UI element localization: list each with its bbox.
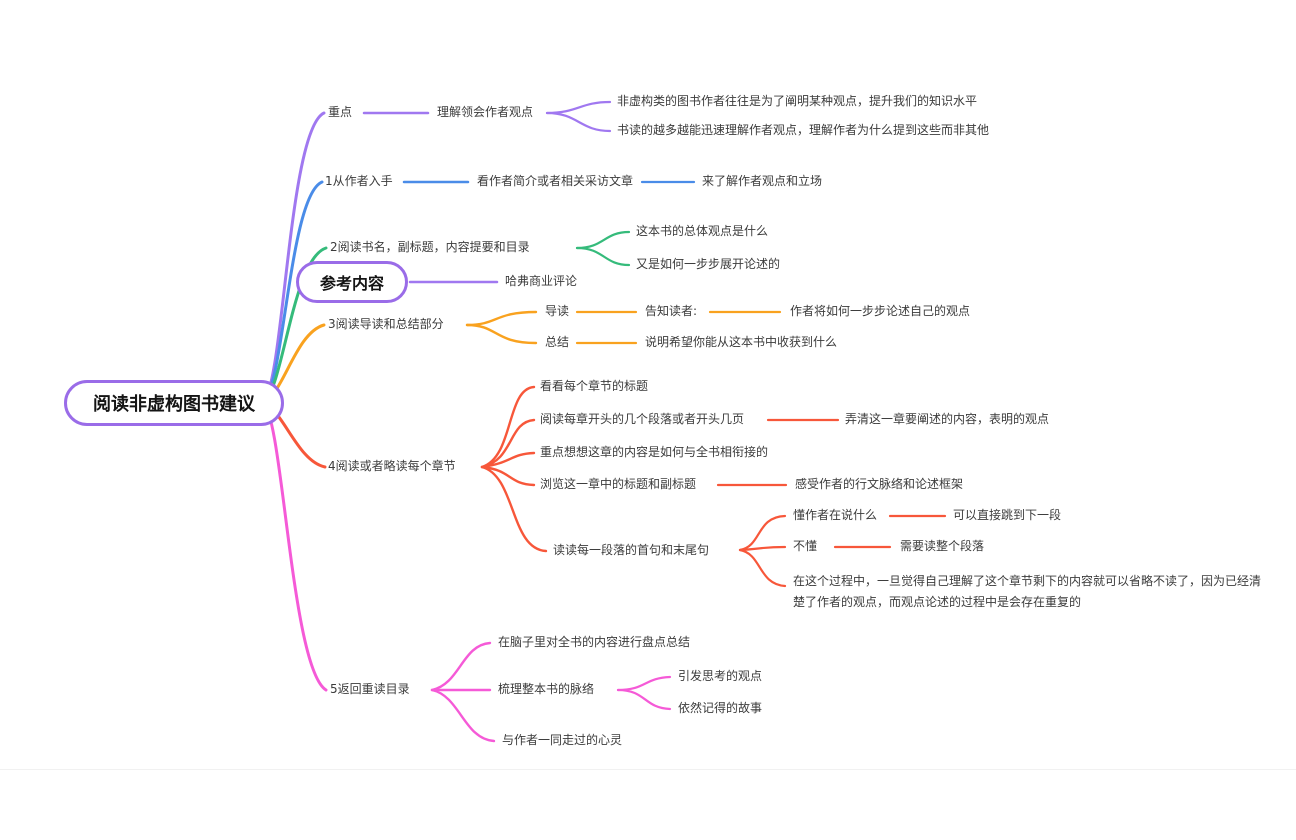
canvas-edge-divider bbox=[0, 769, 1296, 770]
branch-step2-title-subtitle-toc[interactable]: 2阅读书名，副标题，内容提要和目录 bbox=[330, 240, 530, 255]
leaf-skip-to-next[interactable]: 可以直接跳到下一段 bbox=[953, 508, 1062, 523]
node-mental-recap[interactable]: 在脑子里对全书的内容进行盘点总结 bbox=[498, 635, 691, 650]
leaf-what-you-gain[interactable]: 说明希望你能从这本书中收获到什么 bbox=[645, 335, 838, 350]
leaf-read-whole-paragraph[interactable]: 需要读整个段落 bbox=[900, 539, 985, 554]
leaf-clarify-chapter-point[interactable]: 弄清这一章要阐述的内容，表明的观点 bbox=[845, 412, 1050, 427]
reference-node[interactable]: 参考内容 bbox=[296, 261, 409, 303]
leaf-remembered-stories[interactable]: 依然记得的故事 bbox=[678, 701, 763, 716]
branch-step3-intro-summary[interactable]: 3阅读导读和总结部分 bbox=[328, 317, 444, 332]
leaf-skip-rest-note[interactable]: 在这个过程中，一旦觉得自己理解了这个章节剩下的内容就可以省略不读了，因为已经清楚… bbox=[793, 574, 1262, 609]
branch-emphasis[interactable]: 重点 bbox=[328, 105, 353, 120]
leaf-thought-provoking-views[interactable]: 引发思考的观点 bbox=[678, 669, 763, 684]
branch-step1-start-with-author[interactable]: 1从作者入手 bbox=[325, 174, 393, 189]
leaf-feel-writing-structure[interactable]: 感受作者的行文脉络和论述框架 bbox=[795, 477, 964, 492]
leaf-nonfiction-purpose[interactable]: 非虚构类的图书作者往往是为了阐明某种观点，提升我们的知识水平 bbox=[617, 94, 978, 109]
node-chapter-book-connection[interactable]: 重点想想这章的内容是如何与全书相衔接的 bbox=[540, 445, 769, 460]
node-grasp-author-view[interactable]: 理解领会作者观点 bbox=[437, 105, 534, 120]
leaf-know-author-stance[interactable]: 来了解作者观点和立场 bbox=[702, 174, 823, 189]
branch-step4-skim-chapters[interactable]: 4阅读或者略读每个章节 bbox=[328, 459, 456, 474]
leaf-overall-viewpoint[interactable]: 这本书的总体观点是什么 bbox=[636, 224, 769, 239]
node-summary[interactable]: 总结 bbox=[545, 335, 570, 350]
leaf-how-author-argues[interactable]: 作者将如何一步步论述自己的观点 bbox=[790, 304, 971, 319]
node-understand-author[interactable]: 懂作者在说什么 bbox=[793, 508, 878, 523]
node-read-chapter-opening[interactable]: 阅读每章开头的几个段落或者开头几页 bbox=[540, 412, 745, 427]
node-introduction[interactable]: 导读 bbox=[545, 304, 570, 319]
branch-step5-reread-toc[interactable]: 5返回重读目录 bbox=[330, 682, 410, 697]
node-inform-readers[interactable]: 告知读者: bbox=[645, 304, 698, 319]
leaf-read-more-understand[interactable]: 书读的越多越能迅速理解作者观点，理解作者为什么提到这些而非其他 bbox=[617, 123, 990, 138]
node-chapter-titles[interactable]: 看看每个章节的标题 bbox=[540, 379, 649, 394]
node-journey-with-author[interactable]: 与作者一同走过的心灵 bbox=[502, 733, 623, 748]
node-first-last-sentences[interactable]: 读读每一段落的首句和末尾句 bbox=[553, 543, 710, 558]
leaf-how-expound[interactable]: 又是如何一步步展开论述的 bbox=[636, 257, 781, 272]
node-browse-headings[interactable]: 浏览这一章中的标题和副标题 bbox=[540, 477, 697, 492]
node-harvard-business-review[interactable]: 哈弗商业评论 bbox=[505, 274, 578, 289]
root-node[interactable]: 阅读非虚构图书建议 bbox=[64, 380, 284, 426]
node-sort-book-structure[interactable]: 梳理整本书的脉络 bbox=[498, 682, 595, 697]
node-author-profile-interviews[interactable]: 看作者简介或者相关采访文章 bbox=[477, 174, 634, 189]
node-not-understand[interactable]: 不懂 bbox=[793, 539, 818, 554]
